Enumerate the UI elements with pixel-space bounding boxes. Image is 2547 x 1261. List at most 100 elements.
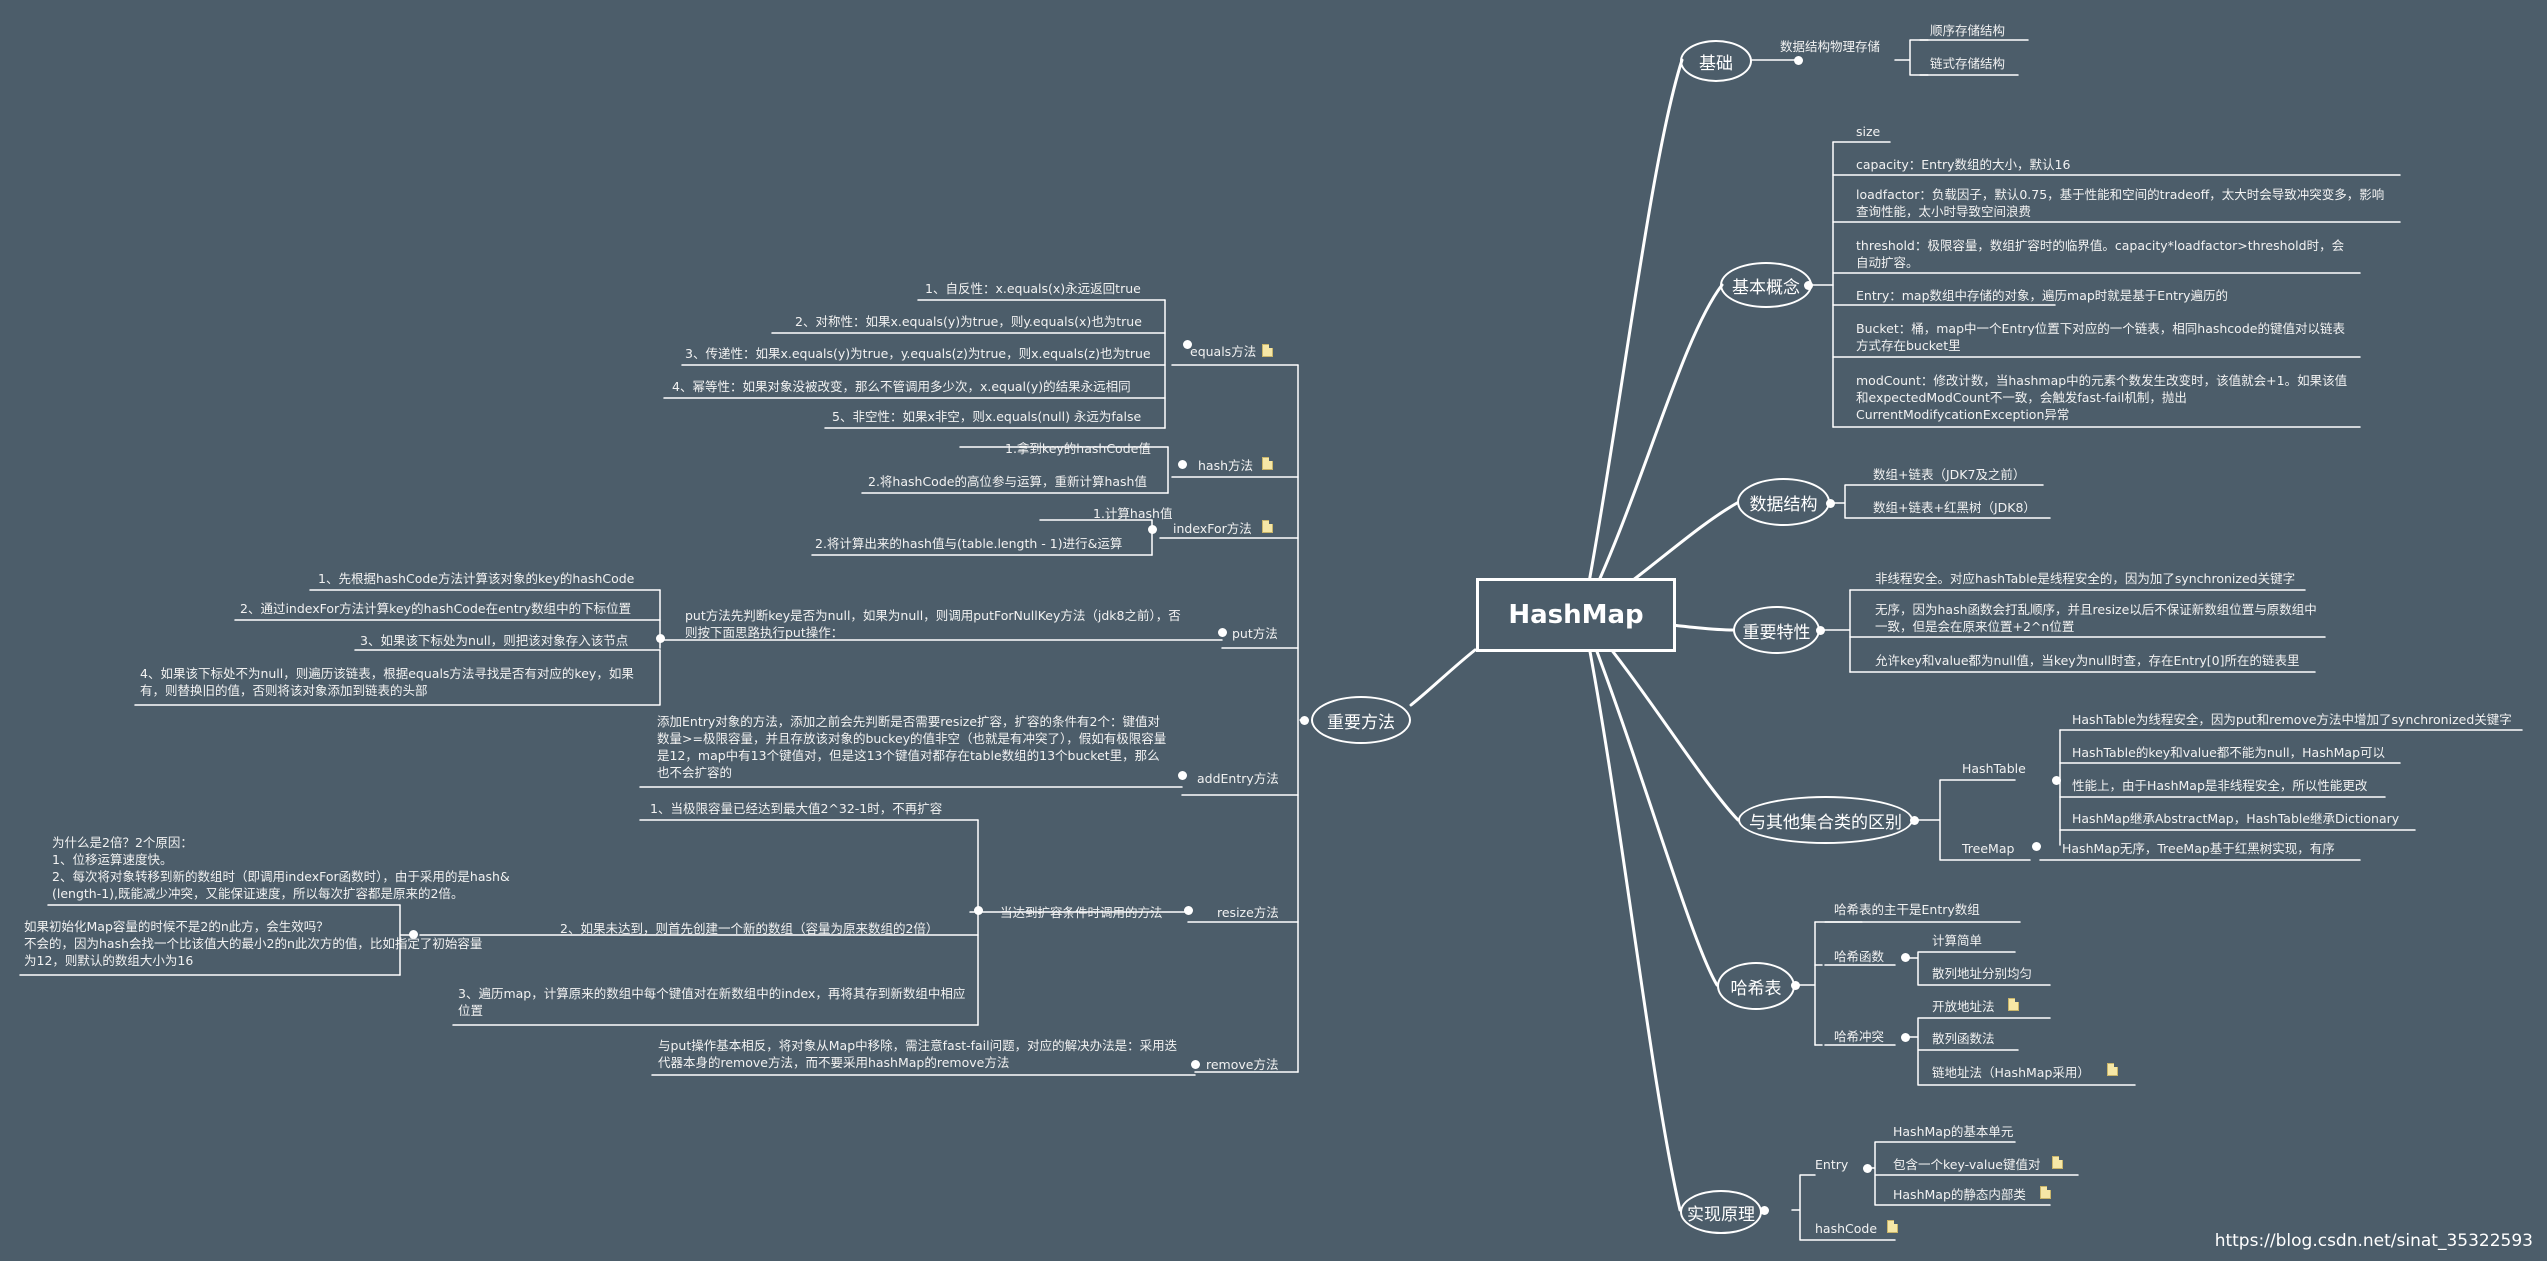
indexfor-2: 2.将计算出来的hash值与(table.length - 1)进行&运算 <box>815 536 1123 551</box>
collapse-dot[interactable] <box>1910 816 1919 825</box>
note-icon[interactable] <box>1262 344 1273 357</box>
note-icon[interactable] <box>1262 520 1273 533</box>
collapse-dot[interactable] <box>656 634 665 643</box>
node-basics[interactable]: 基础 <box>1680 40 1752 82</box>
diff-treemap: TreeMap <box>1962 841 2015 856</box>
node-features[interactable]: 重要特性 <box>1733 606 1820 654</box>
hashtable-func1: 计算简单 <box>1932 933 1983 948</box>
concept-loadfactor: loadfactor：负载因子，默认0.75，基于性能和空间的tradeoff，… <box>1856 187 2385 219</box>
collapse-dot[interactable] <box>1901 1033 1910 1042</box>
collapse-dot[interactable] <box>974 906 983 915</box>
structure-jdk7: 数组+链表（JDK7及之前） <box>1873 467 2026 482</box>
note-icon[interactable] <box>2040 1186 2051 1199</box>
hashtable-func: 哈希函数 <box>1834 949 1885 964</box>
remove-desc: 与put操作基本相反，将对象从Map中移除，需注意fast-fail问题，对应的… <box>658 1038 1178 1070</box>
node-methods[interactable]: 重要方法 <box>1311 696 1411 744</box>
equals-4: 4、幂等性：如果对象没被改变，那么不管调用多少次，x.equal(y)的结果永远… <box>672 379 1131 394</box>
node-impl[interactable]: 实现原理 <box>1680 1190 1762 1234</box>
collapse-dot[interactable] <box>1191 1060 1200 1069</box>
concept-capacity: capacity：Entry数组的大小，默认16 <box>1856 157 2071 172</box>
concept-size: size <box>1856 124 1881 139</box>
method-indexfor: indexFor方法 <box>1173 521 1252 536</box>
collapse-dot[interactable] <box>1184 906 1193 915</box>
collapse-dot[interactable] <box>2052 776 2061 785</box>
note-icon[interactable] <box>2008 998 2019 1011</box>
collapse-dot[interactable] <box>1148 525 1157 534</box>
basics-seq: 顺序存储结构 <box>1930 23 2006 38</box>
concept-threshold: threshold：极限容量，数组扩容时的临界值。capacity*loadfa… <box>1856 238 2345 270</box>
note-icon[interactable] <box>2052 1156 2063 1169</box>
method-remove: remove方法 <box>1206 1057 1279 1072</box>
put-3: 3、如果该下标处为null，则把该对象存入该节点 <box>360 633 629 648</box>
method-resize: resize方法 <box>1217 905 1279 920</box>
diff-tm1: HashMap无序，TreeMap基于红黑树实现，有序 <box>2062 841 2335 856</box>
addentry-desc: 添加Entry对象的方法，添加之前会先判断是否需要resize扩容，扩容的条件有… <box>657 714 1167 780</box>
collapse-dot[interactable] <box>2032 842 2041 851</box>
note-icon[interactable] <box>2107 1063 2118 1076</box>
structure-jdk8: 数组+链表+红黑树（JDK8） <box>1873 500 2036 515</box>
put-2: 2、通过indexFor方法计算key的hashCode在entry数组中的下标… <box>240 601 632 616</box>
resize-3: 3、遍历map，计算原来的数组中每个键值对在新数组中的index，再将其存到新数… <box>458 986 966 1018</box>
impl-hashcode: hashCode <box>1815 1221 1878 1236</box>
basics-linked: 链式存储结构 <box>1930 56 2006 71</box>
collapse-dot[interactable] <box>1183 340 1192 349</box>
hash-1: 1.拿到key的hashCode值 <box>1005 441 1151 456</box>
impl-entry: Entry <box>1815 1157 1849 1172</box>
node-hashtable[interactable]: 哈希表 <box>1717 962 1795 1010</box>
watermark: https://blog.csdn.net/sinat_35322593 <box>2214 1231 2533 1251</box>
collapse-dot[interactable] <box>1760 1206 1769 1215</box>
collapse-dot[interactable] <box>1901 953 1910 962</box>
resize-why2: 为什么是2倍？2个原因： 1、位移运算速度快。 2、每次将对象转移到新的数组时（… <box>52 835 510 901</box>
collapse-dot[interactable] <box>1178 460 1187 469</box>
feature-3: 允许key和value都为null值，当key为null时查，存在Entry[0… <box>1875 653 2300 668</box>
collapse-dot[interactable] <box>1178 771 1187 780</box>
root-node[interactable]: HashMap <box>1476 578 1676 652</box>
collapse-dot[interactable] <box>409 930 418 939</box>
method-equals: equals方法 <box>1190 344 1257 359</box>
collapse-dot[interactable] <box>1218 628 1227 637</box>
note-icon[interactable] <box>1262 457 1273 470</box>
impl-e1: HashMap的基本单元 <box>1893 1124 2014 1139</box>
collapse-dot[interactable] <box>1804 281 1813 290</box>
method-hash: hash方法 <box>1198 458 1254 473</box>
indexfor-1: 1.计算hash值 <box>1093 506 1173 521</box>
concept-bucket: Bucket：桶，map中一个Entry位置下对应的一个链表，相同hashcod… <box>1856 321 2345 353</box>
hashtable-main: 哈希表的主干是Entry数组 <box>1834 902 1980 917</box>
collapse-dot[interactable] <box>1300 716 1309 725</box>
method-put: put方法 <box>1232 626 1278 641</box>
node-diff[interactable]: 与其他集合类的区别 <box>1738 796 1913 844</box>
resize-when: 当达到扩容条件时调用的方法 <box>1000 905 1163 920</box>
equals-2: 2、对称性：如果x.equals(y)为true，则y.equals(x)也为t… <box>795 314 1142 329</box>
hash-2: 2.将hashCode的高位参与运算，重新计算hash值 <box>868 474 1147 489</box>
concept-entry: Entry：map数组中存储的对象，遍历map时就是基于Entry遍历的 <box>1856 288 2229 303</box>
diff-ht4: HashMap继承AbstractMap，HashTable继承Dictiona… <box>2072 811 2400 826</box>
put-4: 4、如果该下标处不为null，则遍历该链表，根据equals方法寻找是否有对应的… <box>140 666 634 698</box>
hashtable-c3: 链地址法（HashMap采用） <box>1932 1065 2090 1080</box>
equals-3: 3、传递性：如果x.equals(y)为true，y.equals(z)为tru… <box>685 346 1151 361</box>
collapse-dot[interactable] <box>1791 981 1800 990</box>
hashtable-c1: 开放地址法 <box>1932 999 1995 1014</box>
diff-ht1: HashTable为线程安全，因为put和remove方法中增加了synchro… <box>2072 712 2512 727</box>
collapse-dot[interactable] <box>1794 56 1803 65</box>
collapse-dot[interactable] <box>1863 1164 1872 1173</box>
diff-ht2: HashTable的key和value都不能为null，HashMap可以 <box>2072 745 2386 760</box>
impl-e2: 包含一个key-value键值对 <box>1893 1157 2041 1172</box>
diff-hashtable: HashTable <box>1962 761 2026 776</box>
put-desc: put方法先判断key是否为null，如果为null，则调用putForNull… <box>685 608 1181 640</box>
put-1: 1、先根据hashCode方法计算该对象的key的hashCode <box>318 571 635 586</box>
hashtable-conflict: 哈希冲突 <box>1834 1029 1885 1044</box>
note-icon[interactable] <box>1887 1220 1898 1233</box>
diff-ht3: 性能上，由于HashMap是非线程安全，所以性能更改 <box>2072 778 2368 793</box>
resize-init: 如果初始化Map容量的时候不是2的n此方，会生效吗？ 不会的，因为hash会找一… <box>24 919 483 968</box>
concept-modcount: modCount：修改计数，当hashmap中的元素个数发生改变时，该值就会+1… <box>1856 373 2348 422</box>
node-structure[interactable]: 数据结构 <box>1737 478 1830 526</box>
equals-1: 1、自反性：x.equals(x)永远返回true <box>925 281 1141 296</box>
equals-5: 5、非空性：如果x非空，则x.equals(null) 永远为false <box>832 409 1142 424</box>
resize-1: 1、当极限容量已经达到最大值2^32-1时，不再扩容 <box>650 801 943 816</box>
hashtable-c2: 散列函数法 <box>1932 1031 1995 1046</box>
collapse-dot[interactable] <box>1816 626 1825 635</box>
hashtable-func2: 散列地址分别均匀 <box>1932 966 2033 981</box>
node-concepts[interactable]: 基本概念 <box>1720 262 1812 308</box>
collapse-dot[interactable] <box>1826 499 1835 508</box>
